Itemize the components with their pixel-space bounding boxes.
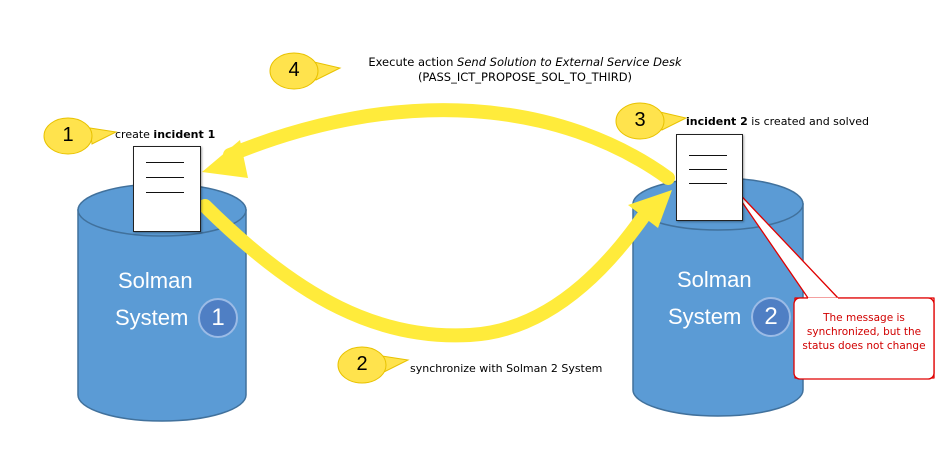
step-bubble-1 (43, 117, 118, 155)
action-code: (PASS_ICT_PROPOSE_SOL_TO_THIRD) (417, 70, 633, 84)
system-2-line1: Solman (677, 267, 752, 292)
arrow-sync-to-incident-2 (198, 190, 672, 343)
document-incident-1 (133, 146, 201, 232)
step-label-3: incident 2 is created and solved (686, 115, 869, 128)
step-bubble-2 (337, 346, 410, 384)
step-label-1: create incident 1 (115, 128, 216, 141)
step-number-3: 3 (634, 109, 646, 131)
step-number-1: 1 (62, 124, 74, 146)
action-title-italic: Send Solution to External Service Desk (457, 55, 682, 69)
step-number-4: 4 (288, 59, 300, 81)
system-1-line1: Solman (118, 268, 193, 293)
step-number-2: 2 (356, 353, 368, 375)
step-bubble-4 (269, 52, 342, 90)
system-2-line2: System (668, 304, 742, 329)
action-title-prefix: Execute action (368, 55, 458, 69)
system-1-line2: System (115, 305, 189, 330)
step-label-2: synchronize with Solman 2 System (410, 362, 603, 375)
action-title: Execute action Send Solution to External… (340, 55, 710, 69)
system-1-number-badge: 1 (198, 298, 238, 338)
document-incident-2 (676, 134, 743, 221)
arrow-back-to-incident-1 (202, 103, 675, 185)
system-2-number-badge: 2 (751, 297, 791, 337)
step-bubble-3 (615, 102, 688, 140)
callout-message: The message is synchronized, but the sta… (802, 312, 926, 352)
callout-shape (728, 182, 935, 380)
